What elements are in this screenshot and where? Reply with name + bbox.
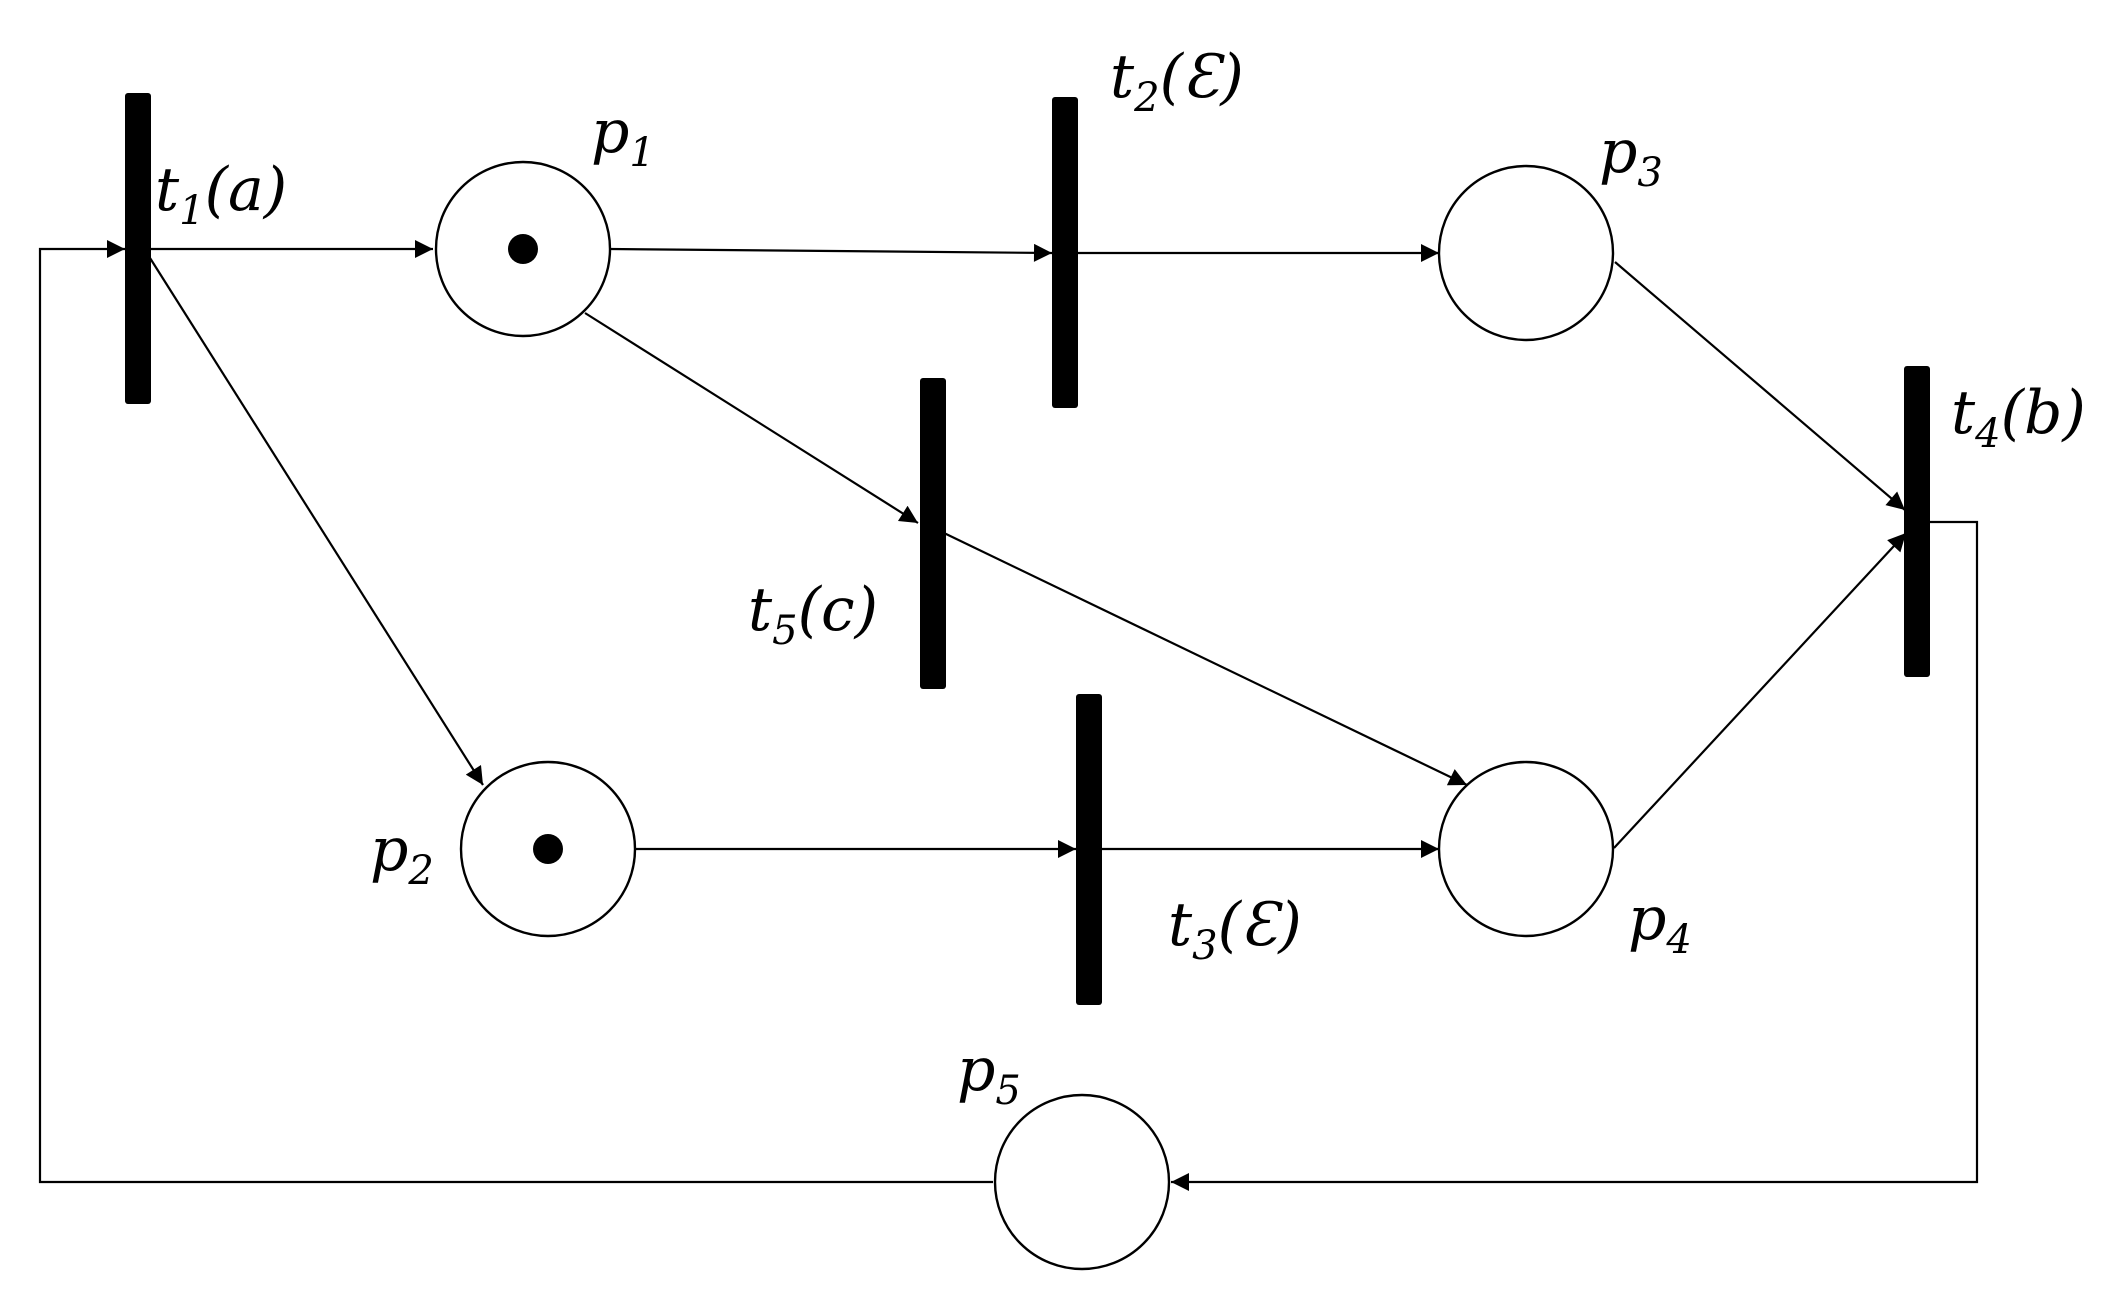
transition-t3-bar — [1076, 694, 1102, 1005]
place-p1-token — [508, 234, 538, 264]
transition-t5-bar — [920, 378, 946, 689]
transition-t4-label: t4(b) — [1951, 378, 2086, 457]
places — [434, 160, 1615, 1271]
arc-t1-p2 — [149, 257, 484, 786]
arc-p1-t2 — [609, 243, 1053, 262]
arc-p5-t1 — [38, 240, 993, 1184]
transition-t4-bar — [1904, 366, 1930, 677]
transition-t2-bar — [1052, 97, 1078, 408]
transitions — [125, 93, 1930, 1005]
place-p4-circle — [1437, 760, 1615, 938]
place-p2-token — [533, 834, 563, 864]
place-p3-label: p3 — [1599, 117, 1663, 196]
arc-p4-t4 — [1613, 532, 1907, 849]
arc-p1-t5 — [584, 312, 919, 524]
transition-t3-label: t3(Ɛ) — [1168, 890, 1302, 969]
arcs — [38, 240, 1979, 1191]
arc-t5-p4 — [943, 532, 1468, 786]
place-p1-label: p1 — [591, 97, 655, 176]
arc-p3-t4 — [1614, 261, 1906, 511]
transition-t1-label: t1(a) — [155, 155, 287, 234]
transition-t2-label: t2(Ɛ) — [1110, 42, 1244, 121]
arc-t4-p5 — [1171, 520, 1979, 1191]
labels: t1(a) t2(Ɛ) t3(Ɛ) t4(b) t5(c) p1 p2 p3 p… — [155, 42, 2086, 1114]
place-p5-label: p5 — [957, 1035, 1021, 1114]
place-p3-circle — [1437, 164, 1615, 342]
transition-t5-label: t5(c) — [748, 575, 878, 654]
place-p5-circle — [993, 1093, 1171, 1271]
transition-t1-bar — [125, 93, 151, 404]
place-p2-label: p2 — [370, 815, 434, 894]
place-p4-label: p4 — [1628, 884, 1692, 963]
